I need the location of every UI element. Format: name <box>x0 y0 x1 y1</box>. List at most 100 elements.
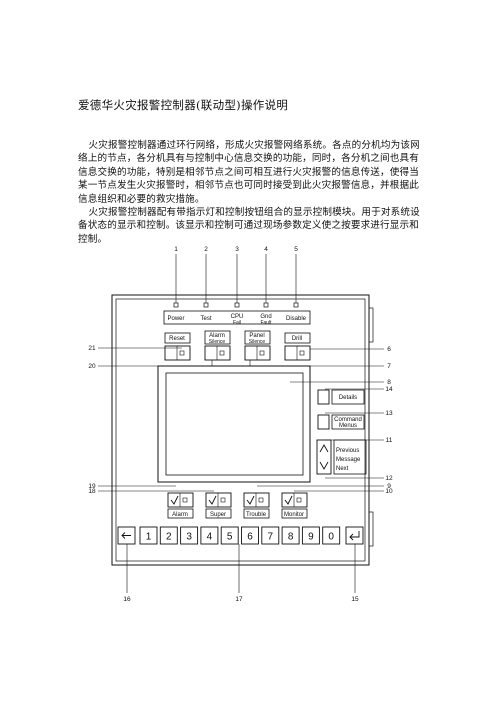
key-8[interactable]: 8 <box>281 526 300 545</box>
super-label: Super <box>210 512 226 518</box>
key-0[interactable]: 0 <box>322 526 341 545</box>
key-7[interactable]: 7 <box>261 526 280 545</box>
callout-10: 10 <box>385 488 393 495</box>
alarm-silence-led-icon <box>219 350 225 356</box>
callout-14: 14 <box>385 386 393 393</box>
paragraph-1: 火灾报警控制器通过环行网络，形成火灾报警网络系统。各点的分机均为该网络上的节点，… <box>78 140 420 205</box>
panel-silence-label-2: Silence <box>249 339 266 345</box>
alarm-label-box <box>167 508 194 519</box>
key-1[interactable]: 1 <box>139 526 158 545</box>
led-label-disable: Disable <box>286 316 307 322</box>
led-row <box>173 302 299 308</box>
check-icon <box>284 495 293 505</box>
panel-silence-label-1: Panel <box>249 333 264 339</box>
message-label-box <box>333 439 367 475</box>
key-3[interactable]: 3 <box>180 526 199 545</box>
enter-key[interactable] <box>345 526 364 545</box>
callout-4: 4 <box>264 246 268 253</box>
callout-17: 17 <box>235 596 243 603</box>
super-ack-button[interactable] <box>205 492 232 508</box>
led-label-strip <box>163 310 311 325</box>
callout-1: 1 <box>174 246 178 253</box>
command-menus-button[interactable] <box>317 414 330 430</box>
up-arrow-icon[interactable] <box>319 444 329 453</box>
message-label: Message <box>336 457 361 463</box>
key-label: 3 <box>186 532 192 543</box>
alarm-silence-label-2: Silence <box>209 339 226 345</box>
trouble-label-box <box>243 508 270 519</box>
command-menus-label-2: Menus <box>339 423 357 429</box>
panel-silence-label-box <box>244 330 271 345</box>
back-key[interactable] <box>117 526 136 545</box>
monitor-led-icon <box>296 497 302 503</box>
callout-21: 21 <box>88 345 96 352</box>
key-label: 6 <box>247 532 253 543</box>
trouble-ack-button[interactable] <box>243 492 270 508</box>
callout-13: 13 <box>385 410 393 417</box>
drill-label: Drill <box>292 336 302 342</box>
callout-9: 9 <box>387 483 391 490</box>
trouble-led-icon <box>258 497 264 503</box>
reset-button[interactable] <box>164 345 191 361</box>
key-4[interactable]: 4 <box>200 526 219 545</box>
key-label: 1 <box>146 532 152 543</box>
callout-15: 15 <box>351 596 359 603</box>
drill-label-box <box>284 332 311 344</box>
key-label: 0 <box>328 532 334 543</box>
lcd-screen <box>165 372 304 476</box>
callout-8: 8 <box>387 379 391 386</box>
reset-label: Reset <box>169 336 185 342</box>
led-label-gnd: Gnd <box>260 314 271 320</box>
monitor-ack-button[interactable] <box>281 492 308 508</box>
cpu-fail-led-icon <box>234 302 240 308</box>
alarm-label: Alarm <box>172 512 188 518</box>
callout-19: 19 <box>88 483 96 490</box>
panel-inner-frame <box>115 298 366 562</box>
document-title: 爱德华火灾报警控制器(联动型)操作说明 <box>78 98 289 112</box>
key-label: 8 <box>288 532 294 543</box>
previous-next-rocker[interactable] <box>316 439 332 475</box>
callout-12: 12 <box>385 475 393 482</box>
down-arrow-icon[interactable] <box>319 461 329 470</box>
key-label: 4 <box>207 532 213 543</box>
key-9[interactable]: 9 <box>301 526 320 545</box>
back-arrow-icon <box>121 532 131 539</box>
reset-label-box <box>164 332 191 344</box>
next-label: Next <box>336 466 349 472</box>
check-icon <box>246 495 255 505</box>
callout-11: 11 <box>386 437 393 444</box>
drill-button[interactable] <box>284 345 311 361</box>
command-menus-label-box <box>331 414 365 430</box>
alarm-silence-label-box <box>204 330 231 345</box>
reset-led-icon <box>179 350 185 356</box>
callout-7: 7 <box>387 363 391 370</box>
command-menus-label-1: Command <box>334 417 362 423</box>
power-led-icon <box>173 302 179 308</box>
details-label: Details <box>339 395 357 401</box>
alarm-silence-button[interactable] <box>204 345 231 361</box>
panel-silence-button[interactable] <box>244 345 271 361</box>
key-5[interactable]: 5 <box>220 526 239 545</box>
key-label: 7 <box>268 532 274 543</box>
details-label-box <box>331 389 365 405</box>
led-label-fault: Fault <box>260 320 272 326</box>
disable-led-icon <box>293 302 299 308</box>
lcd-display <box>157 365 311 483</box>
led-label-cpu: CPU <box>231 314 244 320</box>
test-led-icon <box>203 302 209 308</box>
details-button[interactable] <box>317 389 330 405</box>
key-6[interactable]: 6 <box>241 526 259 545</box>
super-led-icon <box>220 497 226 503</box>
alarm-silence-label-1: Alarm <box>209 333 225 339</box>
drill-led-icon <box>299 350 305 356</box>
previous-label: Previous <box>336 448 359 454</box>
panel-silence-led-icon <box>259 350 265 356</box>
key-2[interactable]: 2 <box>159 526 178 545</box>
callout-6: 6 <box>387 346 391 353</box>
panel-outer-frame <box>111 294 370 566</box>
gnd-fault-led-icon <box>263 302 269 308</box>
hinge-bottom <box>368 511 374 547</box>
callout-2: 2 <box>204 246 208 253</box>
alarm-ack-button[interactable] <box>167 492 194 508</box>
